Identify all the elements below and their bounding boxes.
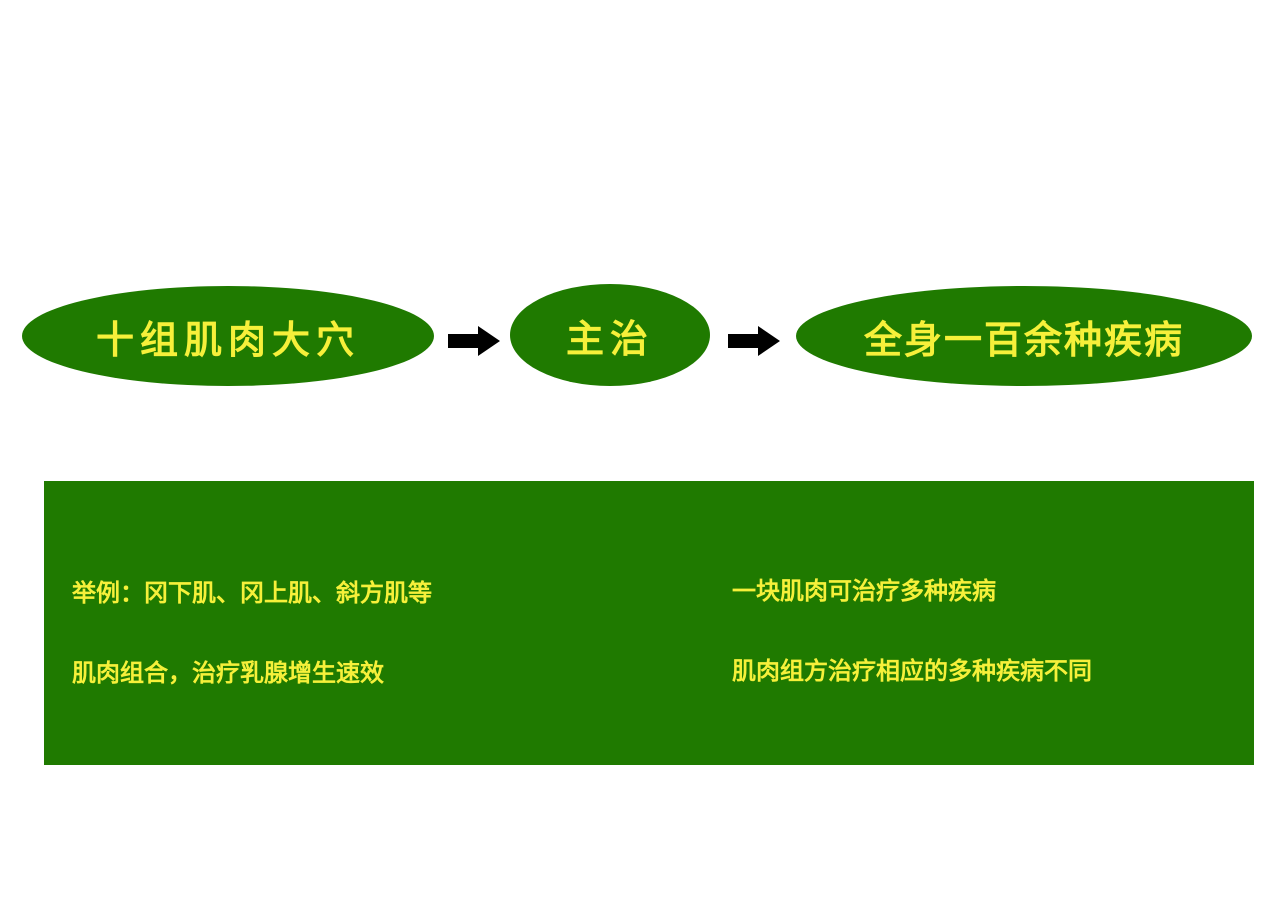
panel-text-single-muscle: 一块肌肉可治疗多种疾病 (732, 577, 996, 605)
flow-node-diseases: 全身一百余种疾病 (796, 286, 1252, 386)
flow-node-treats: 主治 (510, 284, 710, 386)
flow-node-label: 全身一百余种疾病 (863, 317, 1184, 362)
flow-node-muscle-acupoints: 十组肌肉大穴 (22, 286, 434, 386)
right-arrow-icon (448, 326, 500, 356)
examples-panel: 举例：冈下肌、冈上肌、斜方肌等 肌肉组合，治疗乳腺增生速效 一块肌肉可治疗多种疾… (44, 481, 1254, 765)
flow-node-label: 主治 (565, 316, 654, 361)
flow-node-label: 十组肌肉大穴 (95, 317, 360, 362)
panel-text-combination: 肌肉组合，治疗乳腺增生速效 (72, 659, 384, 687)
panel-text-muscle-formula: 肌肉组方治疗相应的多种疾病不同 (732, 657, 1092, 685)
panel-text-example: 举例：冈下肌、冈上肌、斜方肌等 (72, 579, 432, 607)
right-arrow-icon (728, 326, 780, 356)
